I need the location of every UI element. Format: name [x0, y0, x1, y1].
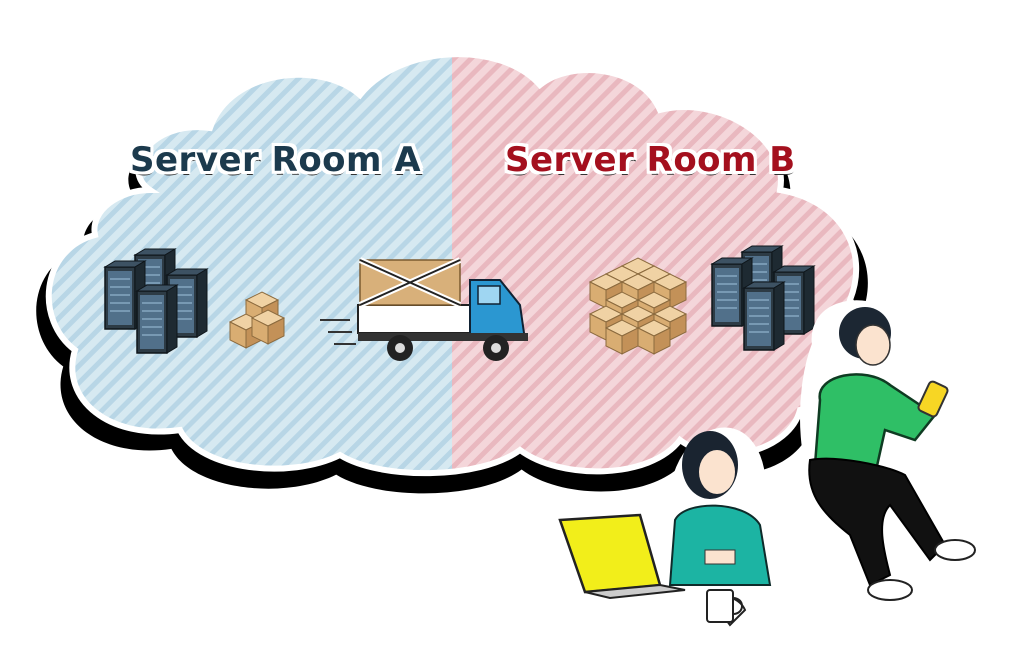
coffee-mug-icon — [706, 589, 743, 623]
woman-with-laptop — [558, 427, 803, 638]
server-room-b-title: Server Room B — [505, 140, 796, 180]
server-room-a-title: Server Room A — [130, 140, 422, 180]
man-with-smartphone — [800, 300, 989, 605]
delivery-truck-icon — [320, 257, 528, 361]
